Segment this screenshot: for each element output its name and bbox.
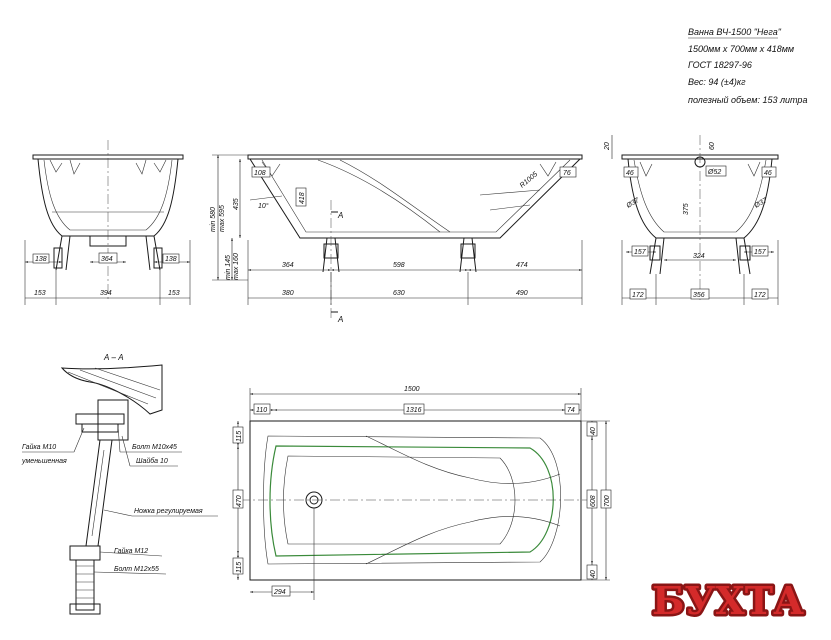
section-a-a: А – А Гайка М10 уменьшенная Болт М10х45 … [21, 353, 218, 615]
plan-dim-40-bottom: 40 [590, 570, 597, 578]
label-bolt-m12x55: Болт М12х55 [114, 566, 159, 573]
plan-dim-115-bottom: 115 [236, 562, 243, 573]
end-view: 20 60 Ø52 46 46 Ø37 375 Ø37 157 324 157 … [604, 135, 779, 305]
side-dim-max595: max 595 [219, 205, 226, 232]
end-dim-d37-right: Ø37 [753, 197, 770, 211]
end-dim-d37-left: Ø37 [625, 197, 642, 211]
plan-dim-74: 74 [567, 407, 575, 414]
end-dim-356: 356 [693, 292, 705, 299]
side-dim-474: 474 [516, 262, 528, 269]
spec-gost: ГОСТ 18297-96 [688, 60, 752, 70]
logo-outline: БУХТА [652, 578, 804, 623]
logo-text: БУХТА [652, 578, 804, 623]
end-dim-157-left: 157 [634, 249, 647, 256]
side-dim-angle: 10° [258, 202, 269, 210]
plan-dim-700: 700 [604, 495, 611, 507]
front-dim-153-right: 153 [168, 290, 180, 297]
spec-block: Ванна ВЧ-1500 "Нега" 1500мм х 700мм х 41… [688, 27, 807, 105]
end-dim-157-right: 157 [754, 249, 767, 256]
buhta-logo: БУХТА БУХТА [650, 576, 807, 626]
plan-dim-110: 110 [256, 407, 267, 414]
plan-dim-115-top: 115 [236, 431, 243, 442]
front-dim-left-138: 138 [35, 256, 47, 263]
front-dim-153-left: 153 [34, 290, 46, 297]
label-nut-m12: Гайка М12 [114, 547, 148, 555]
end-dim-60: 60 [709, 142, 716, 150]
side-dim-598: 598 [393, 262, 405, 269]
end-dim-46-right: 46 [764, 170, 772, 177]
side-dim-max160: max 160 [233, 253, 240, 280]
end-dim-20: 20 [604, 142, 611, 151]
label-nut-m10-reduced: уменьшенная [21, 458, 67, 465]
label-adjustable-leg: Ножка регулируемая [134, 508, 203, 515]
plan-dim-294: 294 [273, 589, 286, 596]
front-view: 138 364 138 153 394 153 [24, 140, 191, 305]
end-dim-172-right: 172 [754, 292, 766, 299]
plan-dim-470: 470 [236, 495, 243, 507]
side-dim-364: 364 [282, 262, 294, 269]
plan-dim-40-top: 40 [590, 427, 597, 435]
side-dim-435: 435 [233, 198, 240, 210]
front-dim-right-138: 138 [165, 256, 177, 263]
side-dim-76: 76 [563, 170, 571, 177]
end-dim-d52: Ø52 [707, 169, 721, 176]
front-dim-394: 394 [100, 290, 112, 297]
end-dim-324: 324 [693, 253, 705, 260]
plan-dim-1500: 1500 [404, 386, 420, 393]
side-dim-min580: min 580 [210, 207, 217, 232]
plan-view: 1500 110 1316 74 115 470 115 40 608 40 7 [232, 386, 612, 600]
spec-volume: полезный объем: 153 литра [688, 95, 807, 105]
section-mark-bottom: A [337, 315, 343, 324]
side-dim-108: 108 [254, 170, 266, 177]
label-bolt-m10x45: Болт М10х45 [132, 444, 177, 451]
plan-dim-1316: 1316 [406, 407, 422, 414]
spec-size: 1500мм х 700мм х 418мм [688, 44, 794, 54]
side-dim-380: 380 [282, 290, 294, 297]
side-view: A A 108 76 10° 418 R1005 364 598 474 380… [210, 154, 583, 324]
label-washer-10: Шайба 10 [136, 457, 168, 465]
side-dim-490: 490 [516, 290, 528, 297]
side-dim-630: 630 [393, 290, 405, 297]
end-dim-375: 375 [683, 203, 690, 215]
spec-title: Ванна ВЧ-1500 "Нега" [688, 27, 782, 37]
front-dim-364: 364 [101, 256, 113, 263]
side-dim-radius: R1005 [519, 171, 539, 190]
spec-weight: Вес: 94 (±4)кг [688, 77, 746, 87]
section-mark-top: A [337, 211, 343, 220]
section-title: А – А [103, 353, 124, 362]
end-dim-172-left: 172 [632, 292, 644, 299]
label-nut-m10: Гайка М10 [22, 443, 56, 451]
side-dim-418: 418 [299, 192, 306, 204]
plan-dim-608: 608 [590, 495, 597, 507]
end-dim-46-left: 46 [626, 170, 634, 177]
side-dim-min145: min 145 [225, 255, 232, 280]
